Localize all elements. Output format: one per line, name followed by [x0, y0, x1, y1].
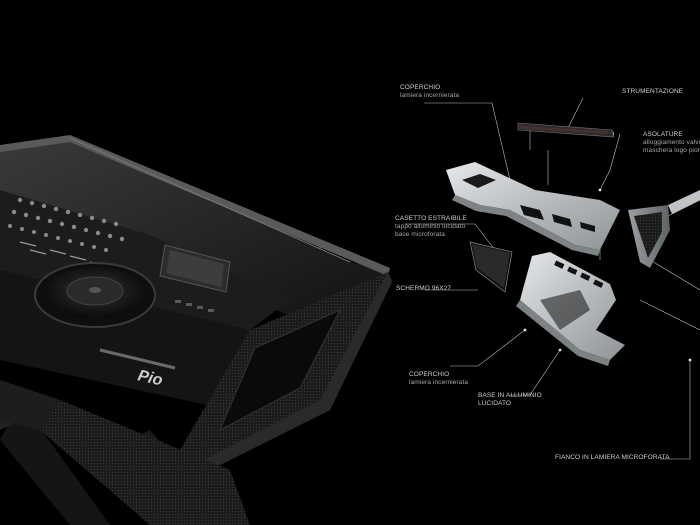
label-asolature: ASOLATURE alloggiamento valvole maschera…: [643, 131, 700, 154]
label-base: BASE IN ALLUMINIO LUCIDATO: [478, 392, 542, 407]
exploded-view: [405, 97, 700, 460]
label-cassetto: CASETTO ESTRAIBILE tappo alluminio lucid…: [395, 215, 467, 238]
label-coperchio-top: COPERCHIO lamiera incernierata: [400, 84, 460, 99]
label-strumentazione: STRUMENTAZIONE: [622, 88, 684, 95]
dj-console-render: Pio: [0, 135, 392, 525]
label-fianco: FIANCO IN LAMIERA MICROFORATA: [555, 454, 670, 461]
label-schermo: SCHERMO 96X27: [396, 285, 452, 292]
label-coperchio-bottom: COPERCHIO lamiera incernierata: [409, 371, 469, 386]
brand-logo: Pio: [136, 367, 164, 389]
